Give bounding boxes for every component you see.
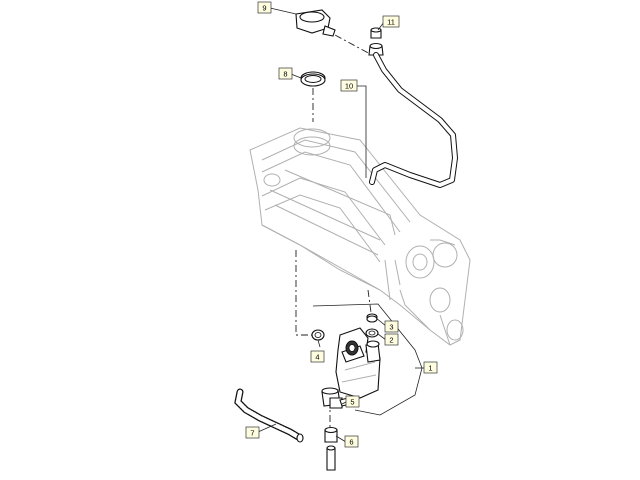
callout-label: 7 [250,429,254,438]
callout-5: 5 [345,395,360,408]
callout-label: 11 [387,18,395,27]
clamp-ring-part [311,329,325,341]
callout-2: 2 [384,333,399,346]
expansion-tank-part [335,327,381,399]
callout-7: 7 [245,426,260,439]
hose-fitting-part [368,27,384,56]
callout-11: 11 [382,15,400,28]
callout-label: 2 [389,336,393,345]
callout-8: 8 [278,67,293,80]
callout-1: 1 [423,361,438,374]
engine-ghost-outline [249,127,471,346]
callout-4: 4 [310,350,325,363]
callout-label: 10 [345,82,353,91]
callout-label: 4 [315,353,319,362]
seal-part-3 [366,313,378,323]
seal-ring-part [300,71,326,87]
callout-label: 9 [262,4,266,13]
drain-fitting-part [324,426,338,471]
callout-10: 10 [340,79,358,92]
filler-cap-part [295,9,336,37]
breather-hose-part [369,52,458,188]
leader-lines [257,7,424,443]
corrugated-hose-part [234,388,304,443]
seal-part-2 [365,328,379,338]
callout-label: 3 [389,323,393,332]
callout-9: 9 [257,1,272,14]
callout-label: 8 [283,70,287,79]
callout-6: 6 [344,435,359,448]
callout-3: 3 [384,320,399,333]
callout-label: 5 [350,398,354,407]
callout-label: 6 [349,438,353,447]
callout-label: 1 [428,364,432,373]
